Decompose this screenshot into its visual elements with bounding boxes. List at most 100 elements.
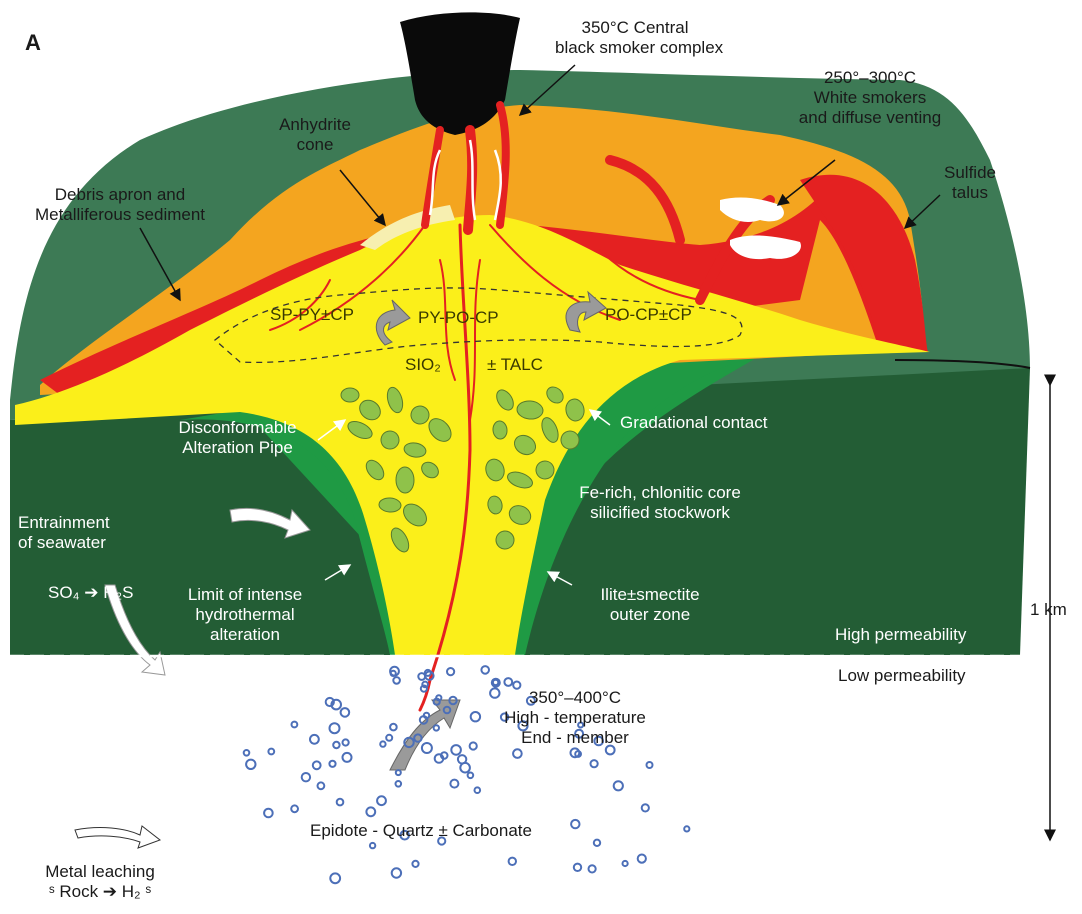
bubble [396,770,401,775]
label-disconformable-line2: Alteration Pipe [160,438,315,458]
label-entrainment-line2: of seawater [18,533,110,553]
bubble [392,868,401,877]
label-metal-leaching-line1: Metal leaching [25,862,175,882]
label-anhydrite: Anhydrite cone [260,115,370,155]
bubble [386,735,392,741]
bubble [310,735,319,744]
label-endmember-line3: End - member [475,728,675,748]
bubble [370,843,375,848]
bubble [422,743,432,753]
label-white-smokers-line3: and diffuse venting [780,108,960,128]
label-debris: Debris apron and Metalliferous sediment [20,185,220,225]
bubble [441,752,448,759]
label-sulfide-talus: Sulfide talus [930,163,1010,203]
label-limit: Limit of intense hydrothermal alteration [165,585,325,645]
label-high-permeability: High permeability [835,625,966,645]
bubble [330,723,340,733]
bubble [412,861,418,867]
label-disconformable-line1: Disconformable [160,418,315,438]
label-white-smokers-line1: 250°–300°C [780,68,960,88]
bubble [244,750,250,756]
bubble [343,753,352,762]
label-illite: Ilite±smectite outer zone [575,585,725,625]
bubble [434,725,439,730]
label-ore-center: PY-PO-CP [418,308,499,328]
label-entrainment-line1: Entrainment [18,513,110,533]
bubble [647,762,653,768]
bubble [623,861,628,866]
bubble [614,781,623,790]
bubble [638,855,646,863]
bubble [642,804,649,811]
bubble [330,873,340,883]
bubble [460,763,470,773]
label-metal-leaching-line2: ˢ Rock ➔ H₂ ˢ [25,882,175,902]
label-so4: SO₄ ➔ H₂S [48,583,133,603]
label-sulfide-talus-line2: talus [930,183,1010,203]
bubble [424,713,429,718]
bubble [504,678,512,686]
label-sio2: SIO₂ [405,355,441,375]
bubble [318,782,325,789]
label-debris-line1: Debris apron and [20,185,220,205]
bubble [393,677,400,684]
bubble [418,673,425,680]
bubble [380,741,385,746]
bubble [337,799,344,806]
panel-label: A [25,33,41,53]
bubble [377,796,386,805]
label-limit-line2: hydrothermal [165,605,325,625]
label-ore-right: PO-CP±CP [605,305,692,325]
bubble [571,820,579,828]
bubble [509,858,516,865]
bubble [513,749,522,758]
label-low-permeability: Low permeability [838,666,966,686]
bubble [264,809,273,818]
bubble [343,739,349,745]
bubble [366,807,375,816]
label-black-smoker-line2: black smoker complex [555,38,715,58]
label-white-smokers-line2: White smokers [780,88,960,108]
bubble [333,742,339,748]
bubble [291,805,298,812]
bubble [268,749,274,755]
label-limit-line1: Limit of intense [165,585,325,605]
label-scale: 1 km [1030,600,1067,620]
bubble [574,864,581,871]
bubble [447,668,454,675]
label-anhydrite-line2: cone [260,135,370,155]
label-fe-rich-line2: silicified stockwork [555,503,765,523]
clast [396,467,414,493]
bubble [481,666,489,674]
label-white-smokers: 250°–300°C White smokers and diffuse ven… [780,68,960,128]
label-illite-line2: outer zone [575,605,725,625]
label-black-smoker-line1: 350°C Central [555,18,715,38]
bubble [421,686,427,692]
bubble [475,787,481,793]
bubble [493,680,498,685]
bubble [292,722,298,728]
bubble [313,761,321,769]
label-disconformable: Disconformable Alteration Pipe [160,418,315,458]
label-epidote: Epidote - Quartz ± Carbonate [310,821,532,841]
label-black-smoker: 350°C Central black smoker complex [555,18,715,58]
label-endmember: 350°–400°C High - temperature End - memb… [475,688,675,748]
bubble [468,773,474,779]
label-gradational: Gradational contact [620,413,767,433]
bubble [594,840,600,846]
label-limit-line3: alteration [165,625,325,645]
bubble [246,760,255,769]
clast [341,388,359,402]
label-endmember-line1: 350°–400°C [475,688,675,708]
label-entrainment: Entrainment of seawater [18,513,110,553]
bubble [451,745,461,755]
label-fe-rich: Fe-rich, chlonitic core silicified stock… [555,483,765,523]
label-illite-line1: Ilite±smectite [575,585,725,605]
bubble [341,708,350,717]
bubble [390,724,397,731]
bubble [591,760,598,767]
bubble [450,780,458,788]
bubble [329,761,335,767]
label-debris-line2: Metalliferous sediment [20,205,220,225]
